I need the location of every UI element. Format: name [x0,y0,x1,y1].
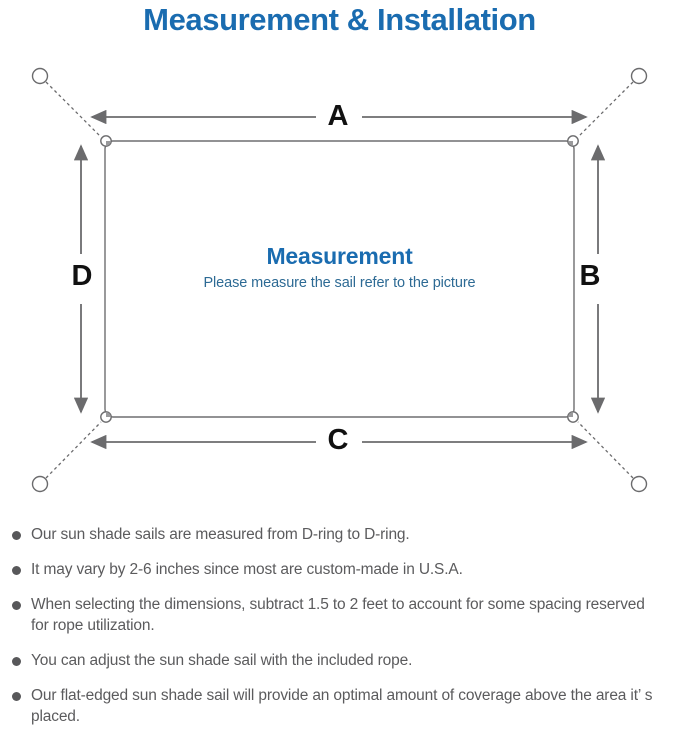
anchor-ring-top-right [630,67,648,85]
anchor-rings [31,67,648,493]
list-item: Our flat-edged sun shade sail will provi… [0,685,679,727]
note-text: Our flat-edged sun shade sail will provi… [31,687,653,725]
dimension-label-a: A [327,100,349,132]
notes-list: Our sun shade sails are measured from D-… [0,524,679,741]
anchor-ring-bottom-right [630,475,648,493]
bullet-icon [12,657,21,666]
anchor-ring-bottom-left [31,475,49,493]
diagram-center-title: Measurement [266,243,413,269]
list-item: Our sun shade sails are measured from D-… [0,524,679,545]
sail-dring-shading [106,141,573,417]
note-text: It may vary by 2-6 inches since most are… [31,561,463,578]
anchor-ring-top-left [31,67,49,85]
bullet-icon [12,601,21,610]
diagram-center-text: Measurement Please measure the sail refe… [0,241,679,295]
dimension-label-c: C [327,424,349,456]
bullet-icon [12,566,21,575]
sail-outline [104,140,575,418]
note-text: Our sun shade sails are measured from D-… [31,526,410,543]
dimension-label-d: D [71,260,93,292]
diagram-center-subtitle: Please measure the sail refer to the pic… [203,275,476,291]
list-item: It may vary by 2-6 inches since most are… [0,559,679,580]
page-title: Measurement & Installation [143,2,536,37]
note-text: When selecting the dimensions, subtract … [31,596,645,634]
rope-lines [45,81,634,479]
bullet-icon [12,531,21,540]
note-text: You can adjust the sun shade sail with t… [31,652,413,669]
list-item: You can adjust the sun shade sail with t… [0,650,679,671]
measurement-diagram: A B C D Measurement Please measure the s… [0,46,679,516]
dimension-label-b: B [579,260,601,292]
list-item: When selecting the dimensions, subtract … [0,594,679,636]
bullet-icon [12,692,21,701]
